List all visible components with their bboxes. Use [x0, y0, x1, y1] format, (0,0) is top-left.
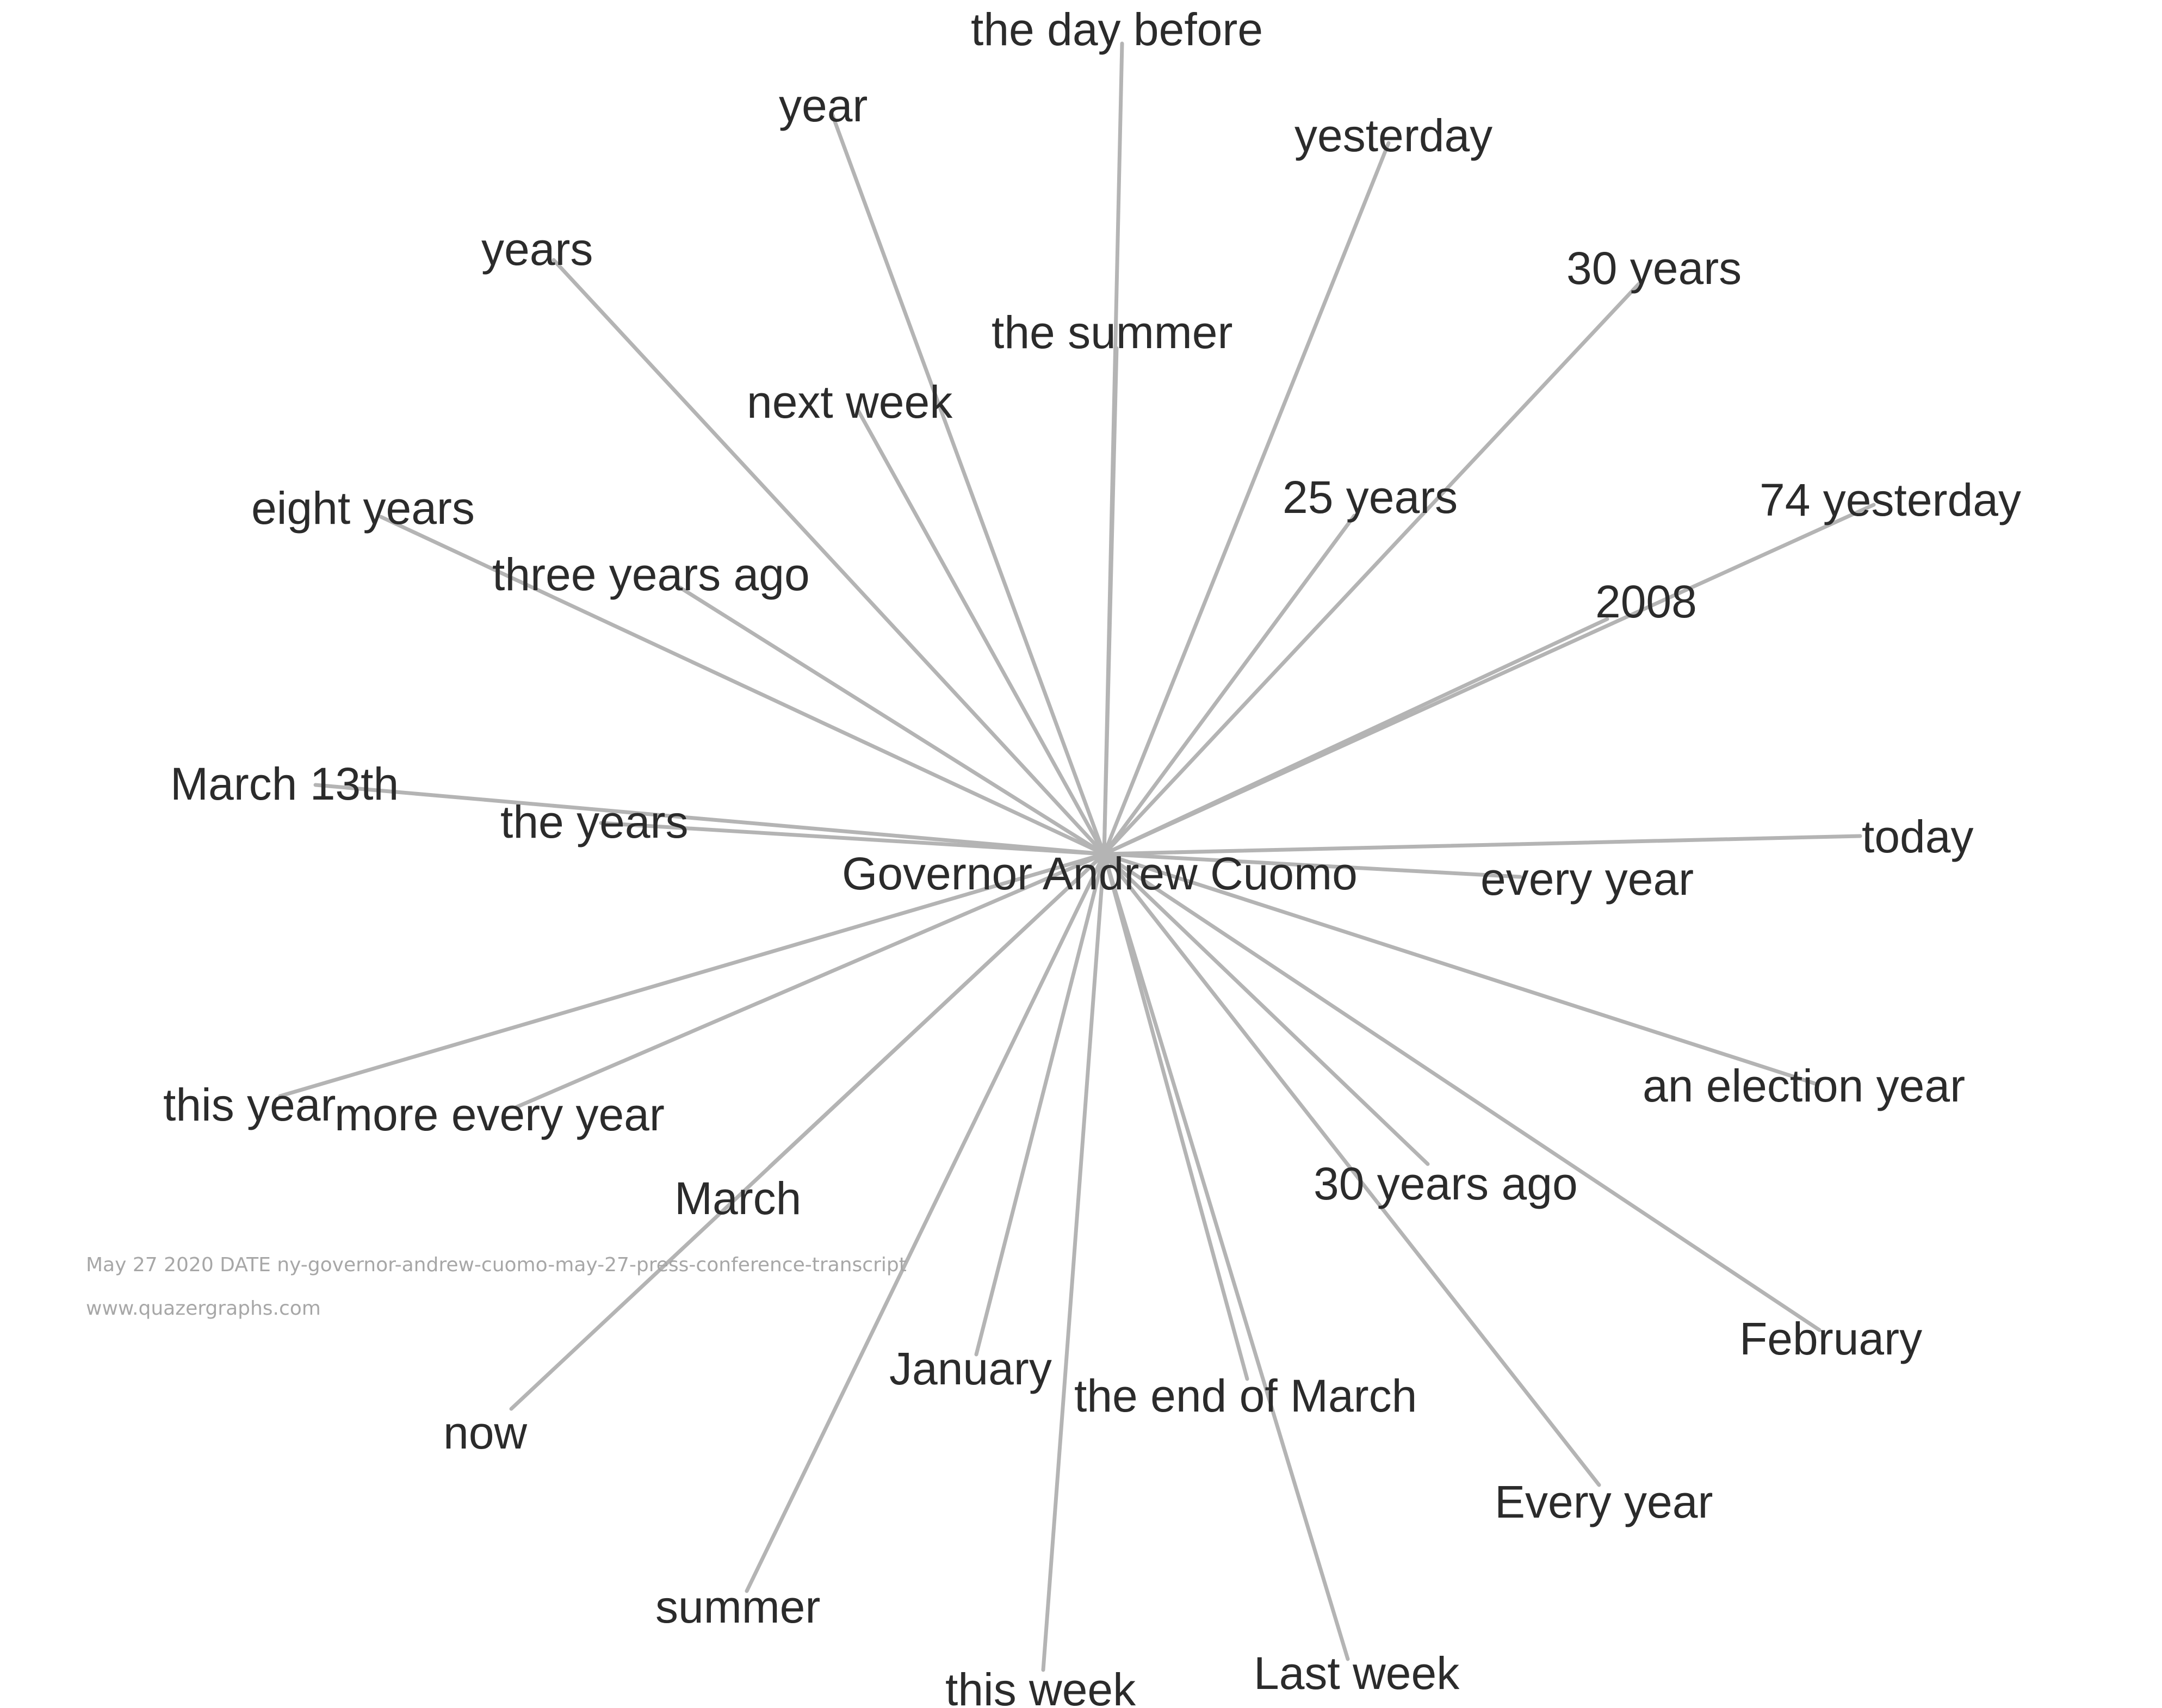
node-label-the-summer: the summer — [992, 307, 1232, 358]
node-label-25-years: 25 years — [1283, 472, 1458, 523]
edge-the-years — [599, 821, 1106, 856]
node-label-eight-years: eight years — [251, 482, 475, 534]
center-node-label: Governor Andrew Cuomo — [842, 848, 1358, 899]
edge-next-week — [856, 409, 1106, 856]
node-label-30-years: 30 years — [1566, 243, 1742, 294]
node-label-march: March — [674, 1173, 801, 1224]
node-label-every-year: Every year — [1495, 1476, 1713, 1527]
edge-now — [509, 852, 1106, 1411]
edge-every-year — [1102, 852, 1522, 879]
node-label-the-end-of-march: the end of March — [1074, 1370, 1417, 1421]
node-label-january: January — [889, 1343, 1052, 1394]
node-label-now: now — [443, 1407, 527, 1458]
edge-2008 — [1102, 617, 1609, 856]
node-label-years: years — [481, 224, 593, 275]
edge-three-years-ago — [678, 585, 1106, 856]
edge-years — [552, 258, 1106, 856]
node-label-yesterday: yesterday — [1294, 110, 1492, 161]
node-label-february: February — [1739, 1313, 1922, 1364]
edge-today — [1102, 834, 1862, 856]
node-label-three-years-ago: three years ago — [492, 549, 810, 600]
node-label-the-years: the years — [500, 796, 689, 847]
edge-the-summer — [1102, 346, 1119, 856]
footer-website-text: www.quazergraphs.com — [86, 1297, 321, 1320]
edge-this-week — [1041, 852, 1106, 1672]
node-labels: the day before year yesterday years 30 years… — [163, 4, 2021, 1708]
edge-eight-years — [379, 515, 1106, 856]
node-label-74-yesterday: 74 yesterday — [1760, 474, 2021, 525]
edge-30-years-ago — [1102, 852, 1430, 1166]
node-label-today: today — [1862, 811, 1974, 862]
edge-last-week — [1102, 852, 1350, 1661]
node-label-an-election-year: an election year — [1643, 1060, 1965, 1111]
node-label-every-year: every year — [1480, 853, 1694, 905]
node-label-last-week: Last week — [1254, 1648, 1460, 1699]
edge-25-years — [1102, 513, 1356, 856]
edge-30-years — [1102, 282, 1641, 856]
node-label-this-year: this year — [163, 1079, 336, 1130]
edge-this-year — [278, 852, 1106, 1098]
edge-summer — [745, 852, 1106, 1593]
node-label-this-week: this week — [945, 1664, 1136, 1708]
node-label-next-week: next week — [747, 376, 953, 428]
edge-the-end-of-march — [1102, 852, 1249, 1381]
node-label-30-years-ago: 30 years ago — [1314, 1158, 1578, 1209]
node-label-march-13th: March 13th — [170, 758, 399, 809]
edges — [278, 41, 1876, 1672]
edge-every-year — [1102, 852, 1601, 1487]
node-label-the-day-before: the day before — [971, 4, 1263, 55]
edge-an-election-year — [1102, 852, 1819, 1086]
node-label-year: year — [779, 80, 868, 131]
edge-january — [974, 852, 1106, 1357]
edge-yesterday — [1102, 141, 1391, 856]
node-label-more-every-year: more every year — [334, 1089, 665, 1140]
edge-year — [830, 112, 1106, 856]
node-label-2008: 2008 — [1595, 576, 1697, 627]
node-label-summer: summer — [655, 1581, 820, 1632]
edge-march-13th — [313, 783, 1106, 856]
edge-february — [1102, 852, 1822, 1332]
footer-source-text: May 27 2020 DATE ny-governor-andrew-cuom… — [86, 1254, 907, 1276]
edge-more-every-year — [515, 852, 1106, 1109]
